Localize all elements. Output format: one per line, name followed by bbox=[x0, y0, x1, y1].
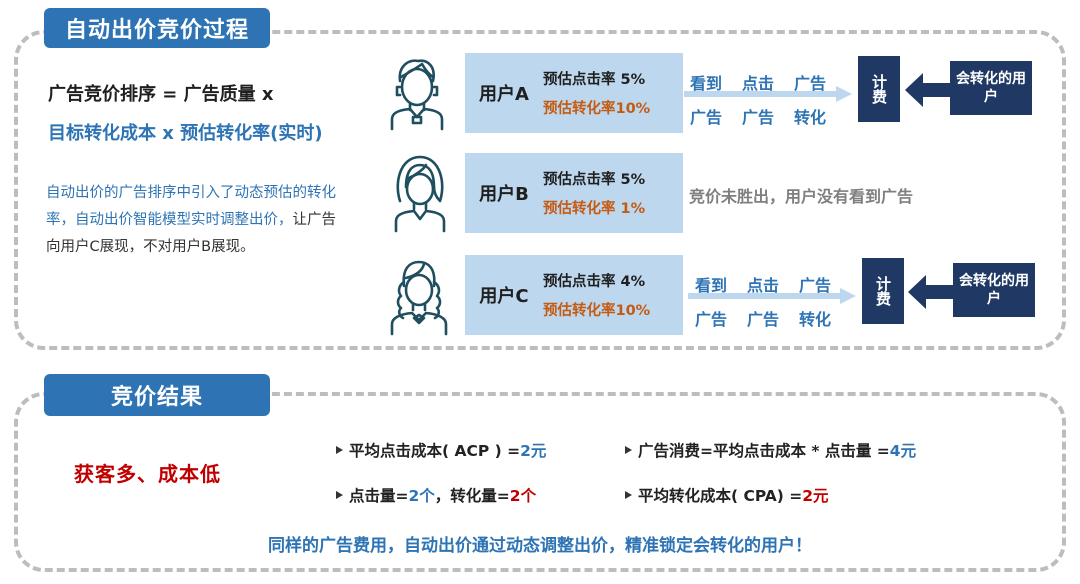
ranking-formula-line2: 目标转化成本 x 预估转化率(实时) bbox=[48, 123, 323, 144]
flow-step: 广告 bbox=[742, 108, 775, 127]
flow-step: 广告 bbox=[747, 310, 780, 329]
user-b-result: 竞价未胜出，用户没有看到广告 bbox=[689, 187, 914, 206]
triangle-bullet-icon bbox=[336, 491, 343, 499]
male-user-icon bbox=[390, 59, 444, 131]
user-a-flow: 看到 点击 广告 广告 广告 转化 bbox=[690, 70, 840, 128]
user-c-click-rate: 预估点击率 4% bbox=[543, 274, 646, 290]
flow-step: 广告 bbox=[799, 276, 832, 295]
user-c-flow: 看到 点击 广告 广告 广告 转化 bbox=[695, 272, 845, 330]
triangle-bullet-icon bbox=[336, 446, 343, 454]
user-a-conversion-rate: 预估转化率10% bbox=[543, 101, 651, 117]
metric-spend-label: 广告消费=平均点击成本 * 点击量 = bbox=[638, 442, 890, 460]
user-b-conversion-rate: 预估转化率 1% bbox=[543, 201, 646, 217]
main-result: 获客多、成本低 bbox=[74, 462, 221, 486]
metric-clicks-value: 2个 bbox=[408, 487, 435, 505]
female-user-braids-icon bbox=[390, 260, 448, 336]
user-a-billing-box: 计费 bbox=[858, 56, 900, 122]
result-frame bbox=[14, 392, 1066, 572]
triangle-bullet-icon bbox=[625, 491, 632, 499]
metric-spend: 广告消费=平均点击成本 * 点击量 = 4元 bbox=[625, 439, 916, 461]
flow-step: 点击 bbox=[747, 276, 780, 295]
flow-step: 看到 bbox=[690, 74, 723, 93]
left-arrow-icon bbox=[908, 275, 954, 309]
section-title-result: 竞价结果 bbox=[44, 374, 270, 416]
metric-cpa-label: 平均转化成本( CPA) = bbox=[638, 487, 803, 505]
flow-step: 广告 bbox=[794, 74, 827, 93]
user-a-card: 用户A 预估点击率 5% 预估转化率10% bbox=[465, 53, 683, 133]
user-a-target-box: 会转化的用户 bbox=[950, 61, 1032, 115]
female-user-icon bbox=[394, 155, 446, 233]
metric-cpa-value: 2元 bbox=[802, 487, 829, 505]
user-a-name: 用户A bbox=[479, 84, 529, 105]
metric-clicks-label: 点击量= bbox=[349, 487, 409, 505]
flow-step: 点击 bbox=[742, 74, 775, 93]
ranking-formula-line1: 广告竞价排序 = 广告质量 x bbox=[48, 84, 274, 105]
section-title-process: 自动出价竞价过程 bbox=[44, 8, 270, 48]
metric-spend-value: 4元 bbox=[889, 442, 917, 460]
metric-conversions-value: 2个 bbox=[509, 487, 537, 505]
metric-acp-value: 2元 bbox=[520, 442, 547, 460]
description-blue: 自动出价的广告排序中引入了动态预估的转化率，自动出价智能模型实时调整出价， bbox=[46, 185, 336, 228]
conclusion-text: 同样的广告费用，自动出价通过动态调整出价，精准锁定会转化的用户！ bbox=[268, 536, 812, 556]
flow-step: 广告 bbox=[690, 108, 723, 127]
flow-arrow-icon bbox=[684, 86, 852, 102]
metric-cpa: 平均转化成本( CPA) = 2元 bbox=[625, 484, 829, 506]
user-a-click-rate: 预估点击率 5% bbox=[543, 72, 646, 88]
user-c-card: 用户C 预估点击率 4% 预估转化率10% bbox=[465, 255, 683, 335]
flow-arrow-icon bbox=[688, 288, 856, 304]
flow-step: 转化 bbox=[799, 310, 832, 329]
metric-acp-label: 平均点击成本( ACP ) = bbox=[349, 442, 521, 460]
metric-conversions-label: ，转化量= bbox=[434, 487, 510, 505]
user-b-card: 用户B 预估点击率 5% 预估转化率 1% bbox=[465, 153, 683, 233]
user-b-click-rate: 预估点击率 5% bbox=[543, 172, 646, 188]
flow-step: 转化 bbox=[794, 108, 827, 127]
user-c-conversion-rate: 预估转化率10% bbox=[543, 303, 651, 319]
flow-step: 看到 bbox=[695, 276, 728, 295]
process-frame bbox=[14, 30, 1066, 350]
metric-counts: 点击量= 2个 ，转化量= 2个 bbox=[336, 484, 536, 506]
user-c-name: 用户C bbox=[479, 286, 529, 307]
user-b-name: 用户B bbox=[479, 184, 529, 205]
user-c-target-box: 会转化的用户 bbox=[953, 263, 1035, 317]
user-c-billing-box: 计费 bbox=[862, 258, 904, 324]
metric-acp: 平均点击成本( ACP ) = 2元 bbox=[336, 439, 546, 461]
flow-step: 广告 bbox=[695, 310, 728, 329]
description-black: 让广告向用户C展现，不对用户B展现。 bbox=[46, 212, 336, 255]
left-arrow-icon bbox=[905, 73, 951, 107]
process-description: 自动出价的广告排序中引入了动态预估的转化率，自动出价智能模型实时调整出价，让广告… bbox=[46, 180, 346, 261]
triangle-bullet-icon bbox=[625, 446, 632, 454]
